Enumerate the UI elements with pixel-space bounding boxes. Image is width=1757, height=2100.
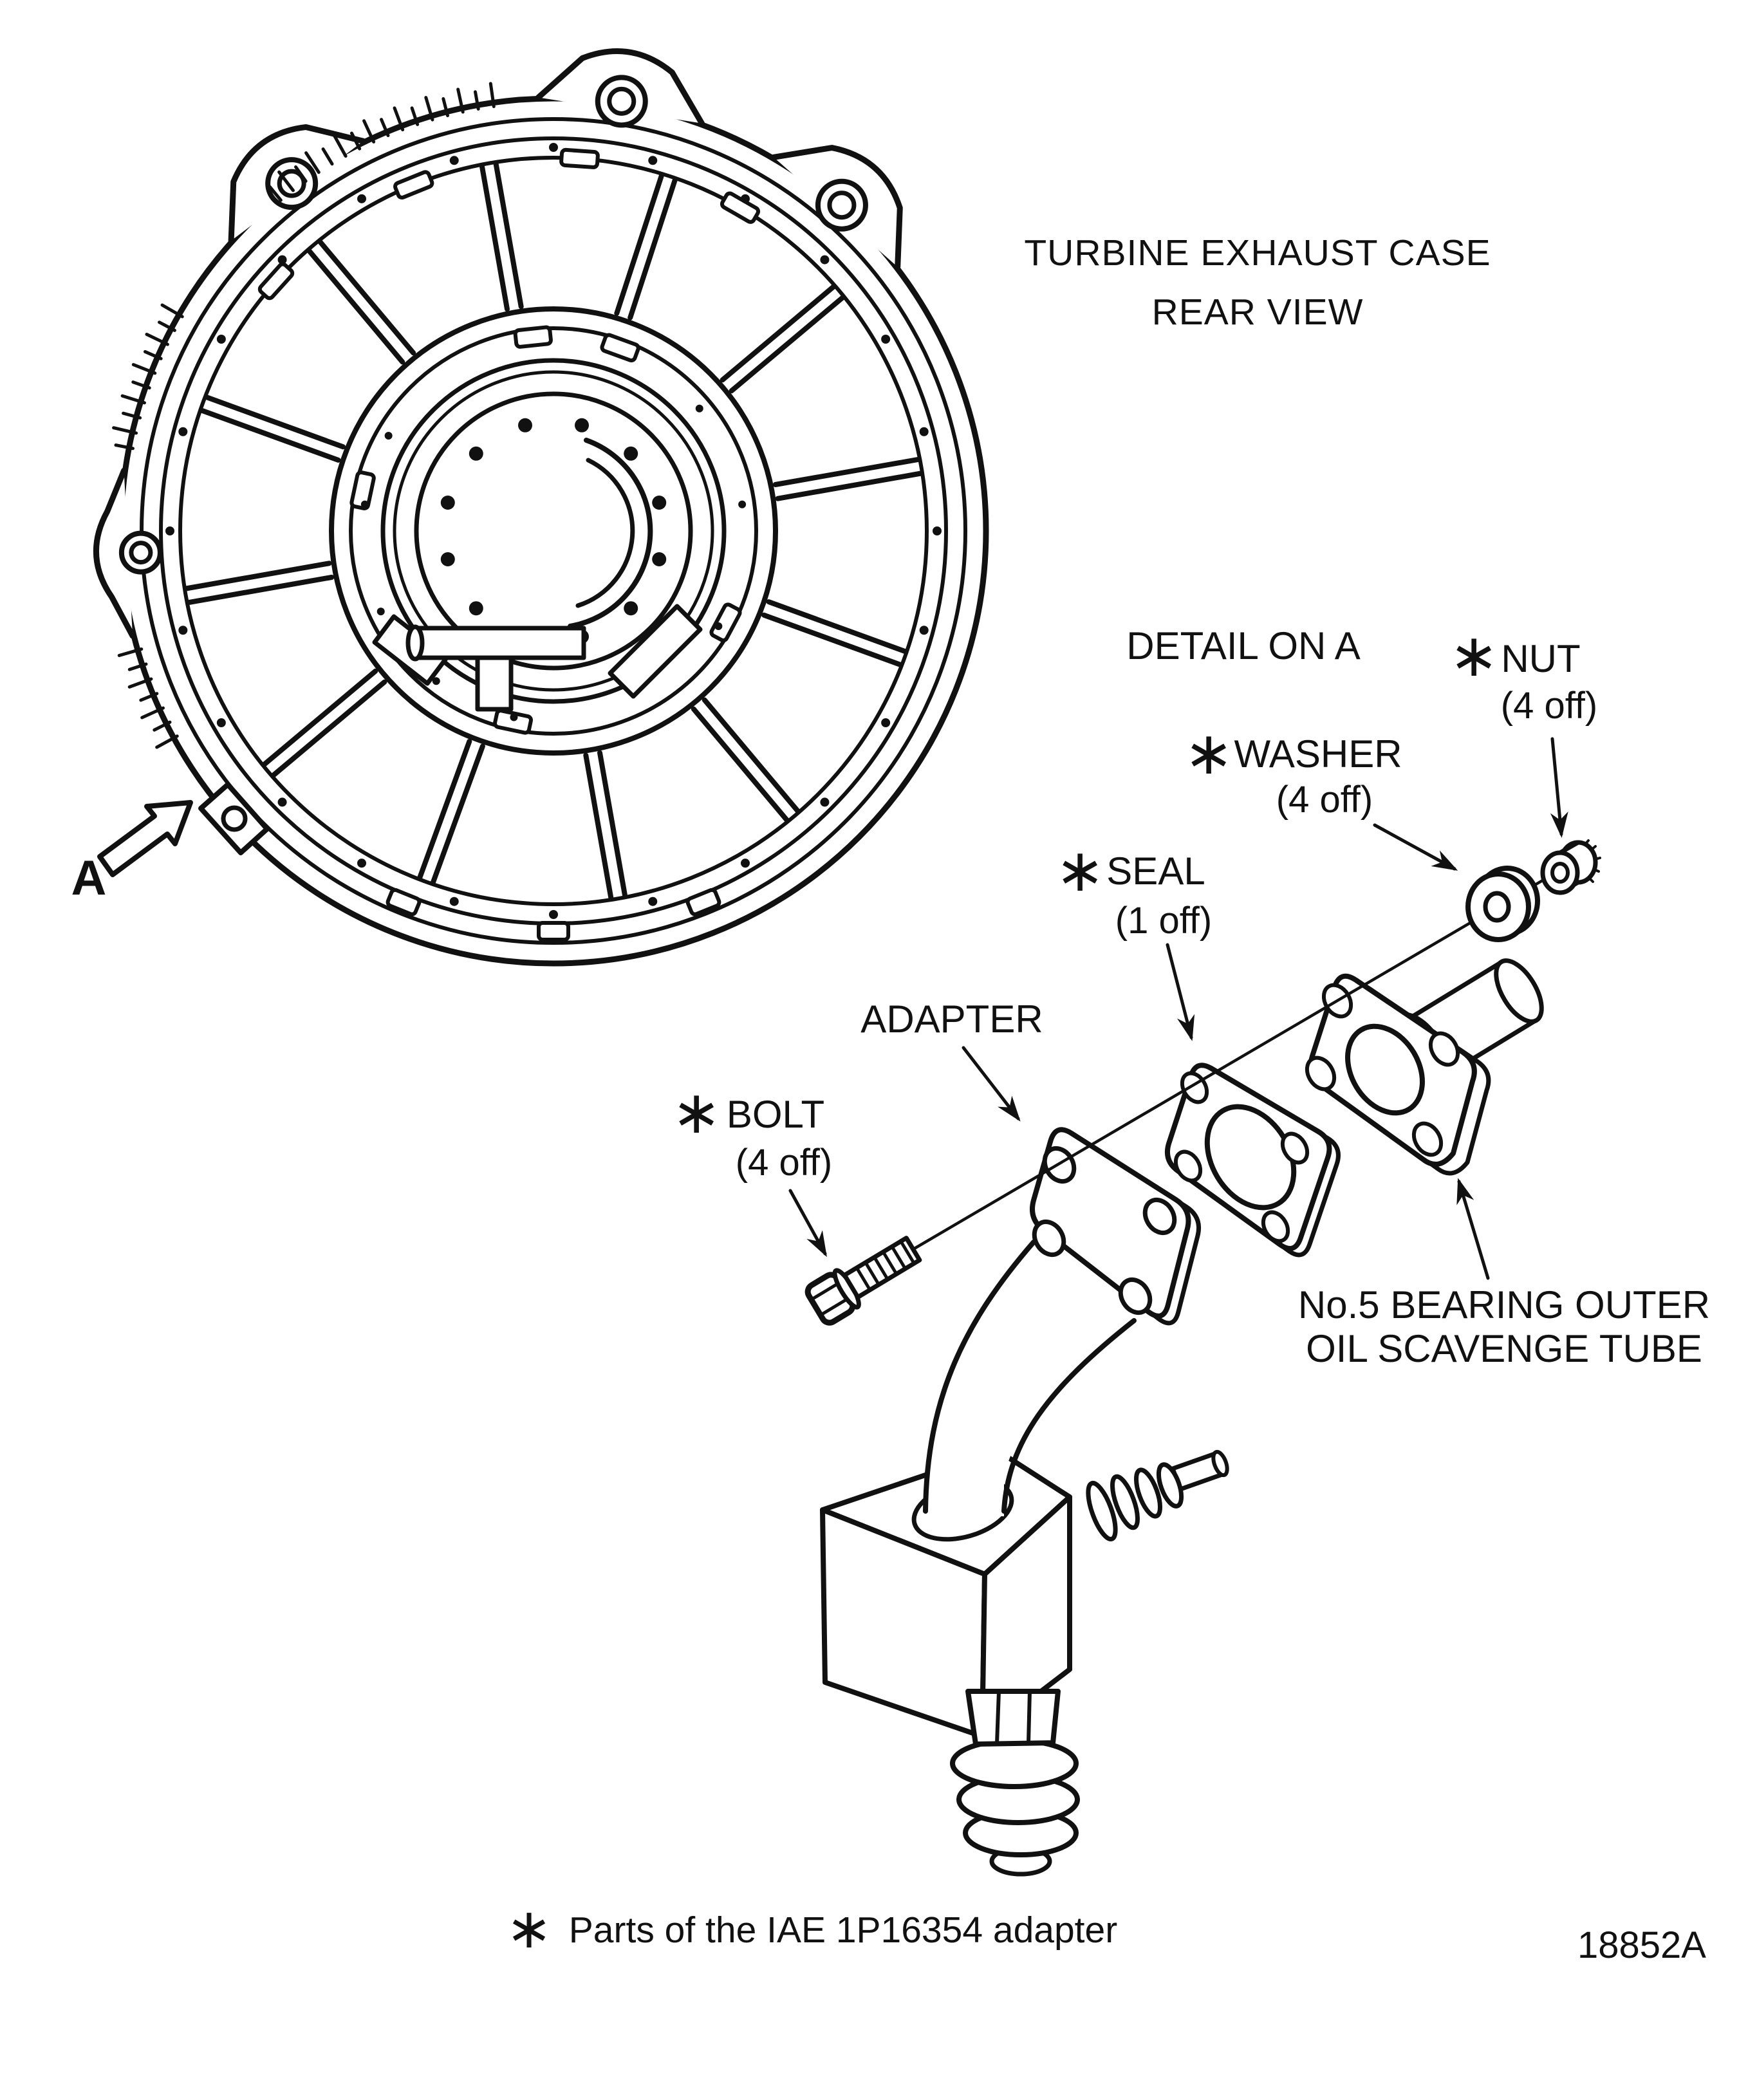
seal-hole-4 xyxy=(1173,1149,1203,1183)
scavenge-tube xyxy=(1305,958,1544,1173)
scavenge-cylinder-cap xyxy=(1494,958,1544,1024)
block-bottom-fitting xyxy=(950,1689,1080,1877)
hub-inner-circle xyxy=(414,391,693,671)
nut-qty: (4 off) xyxy=(1501,685,1597,727)
seal-leader-arrow xyxy=(1166,943,1195,1041)
seal-gasket xyxy=(1167,1065,1339,1255)
hub-small-holes xyxy=(360,404,747,721)
scavenge-tube-label-line1: No.5 BEARING OUTER xyxy=(1298,1283,1710,1326)
block-side-fitting xyxy=(1086,1449,1229,1542)
view-a-label: A xyxy=(71,851,107,906)
hub-ring-4 xyxy=(393,370,714,692)
bolt-label: BOLT xyxy=(727,1093,824,1136)
exploded-detail-assembly xyxy=(97,737,1601,1877)
assembly-axis-line xyxy=(911,859,1577,1251)
bottom-fitting-hex xyxy=(965,1689,1061,1747)
bolt-leader-arrow xyxy=(788,1189,827,1258)
bottom-fitting-ring1 xyxy=(950,1738,1079,1789)
case-serrations xyxy=(112,82,496,749)
adapter-label: ADAPTER xyxy=(860,998,1043,1041)
leader-arrows xyxy=(788,737,1568,1280)
turbine-exhaust-case-drawing xyxy=(93,48,989,967)
scavenge-hole-2 xyxy=(1305,1055,1337,1092)
hub-vertical-bar xyxy=(475,655,514,712)
seal-hole-3 xyxy=(1261,1210,1290,1243)
hub-ring-3 xyxy=(380,358,727,704)
side-fitting-rib4 xyxy=(1156,1462,1184,1509)
hub-crescent-outer xyxy=(568,438,653,629)
text-layer: TURBINE EXHAUST CASE REAR VIEW DETAIL ON… xyxy=(71,232,1711,1966)
view-a-fitting-hole xyxy=(221,805,248,832)
nut-hole xyxy=(1550,862,1570,884)
view-a-arrow xyxy=(97,800,193,877)
case-bolt-holes xyxy=(165,143,942,919)
case-ring-3 xyxy=(159,136,948,925)
nut-label: NUT xyxy=(1501,637,1580,680)
tube-band-fill xyxy=(925,1242,1134,1516)
scavenge-hole-4 xyxy=(1411,1121,1444,1157)
block-right-face xyxy=(980,1494,1072,1739)
hub-ring-2 xyxy=(349,326,758,736)
hub-crescent-inner xyxy=(575,458,635,608)
tube-outer-edge xyxy=(923,1240,1036,1514)
footnote-text: Parts of the IAE 1P16354 adapter xyxy=(569,1910,1117,1951)
scavenge-tube-label-line2: OIL SCAVENGE TUBE xyxy=(1306,1327,1702,1370)
footnote-star-icon: ∗ xyxy=(506,1898,552,1960)
detail-heading: DETAIL ON A xyxy=(1126,624,1360,667)
side-fitting-rib1 xyxy=(1086,1480,1118,1542)
seal-qty: (1 off) xyxy=(1115,900,1212,942)
washer-star-icon: ∗ xyxy=(1184,721,1233,786)
bolt-threads xyxy=(855,1240,916,1292)
washer-label: WASHER xyxy=(1234,732,1402,776)
hub-outer-ring xyxy=(329,306,778,756)
adapter-leader-arrow xyxy=(962,1046,1021,1122)
case-scallop-ring xyxy=(178,156,929,906)
side-fitting-rib2 xyxy=(1110,1474,1140,1530)
seal-hole-2 xyxy=(1280,1131,1310,1165)
hub-horizontal-tube xyxy=(413,626,586,660)
washer-hole xyxy=(1483,891,1511,923)
hub-tube-end-cap xyxy=(405,624,425,662)
bottom-fitting-hex-facets xyxy=(995,1689,1032,1745)
case-rim-tabs xyxy=(257,147,761,942)
bolt-star-icon: ∗ xyxy=(671,1080,721,1146)
washer-qty: (4 off) xyxy=(1276,779,1373,821)
washer-leader-arrow xyxy=(1373,823,1458,871)
scavenge-tube-leader-arrow xyxy=(1456,1178,1490,1280)
hub-internal-structures xyxy=(372,604,703,712)
bolt-drawing xyxy=(804,1236,922,1326)
adapter-hole-4 xyxy=(1032,1219,1066,1258)
figure-number: 18852A xyxy=(1577,1924,1706,1966)
scavenge-center-hole xyxy=(1345,1023,1425,1116)
nut-leader-arrow xyxy=(1550,737,1568,838)
case-spokes xyxy=(183,160,924,902)
case-mounting-lugs xyxy=(93,48,903,639)
tube-inner-edge xyxy=(1001,1318,1137,1514)
drawing-title-line2: REAR VIEW xyxy=(1152,292,1364,333)
hub-pads xyxy=(349,325,742,735)
adapter-hole-2 xyxy=(1142,1197,1177,1236)
adapter-tube xyxy=(911,1240,1137,1542)
side-fitting-rib3 xyxy=(1134,1467,1162,1519)
nut-star-icon: ∗ xyxy=(1449,623,1498,689)
washer-drawing xyxy=(1465,866,1540,942)
hub-right-bracket xyxy=(608,604,703,699)
seal-star-icon: ∗ xyxy=(1055,838,1104,904)
bolt-head-facets xyxy=(810,1281,850,1317)
drawing-title-line1: TURBINE EXHAUST CASE xyxy=(1024,232,1491,274)
nut-knurl-ticks xyxy=(1584,839,1601,883)
view-a-fitting xyxy=(198,782,270,855)
scavenge-hole-3 xyxy=(1428,1031,1460,1067)
nut-drawing xyxy=(1540,839,1601,895)
bolt-qty: (4 off) xyxy=(736,1142,832,1184)
seal-label: SEAL xyxy=(1106,850,1205,893)
side-fitting-cap xyxy=(1211,1449,1229,1478)
adapter-hole-3 xyxy=(1118,1277,1153,1315)
case-ring-2 xyxy=(140,117,967,945)
